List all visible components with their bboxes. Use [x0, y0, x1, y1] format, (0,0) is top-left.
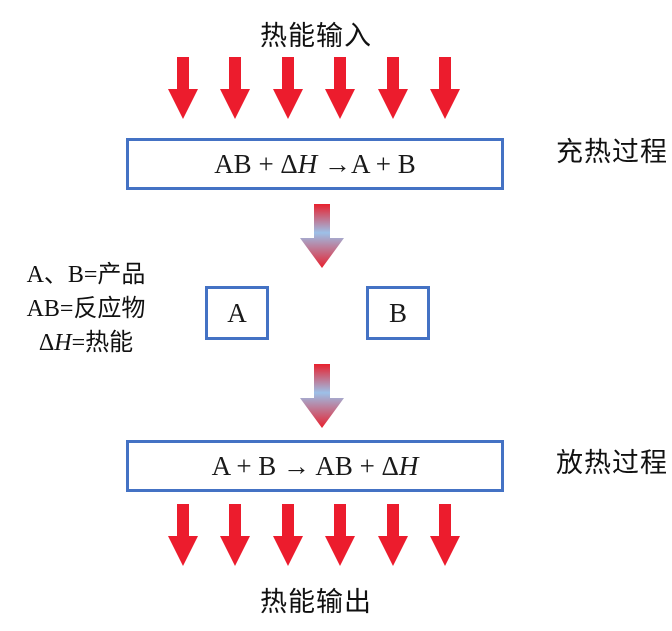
discharge-flow-arrow-icon — [300, 364, 344, 428]
discharge-process-label: 放热过程 — [556, 448, 668, 478]
product-a-box: A — [205, 286, 269, 340]
heat-output-arrow-icon — [377, 504, 408, 566]
discharge-reaction-box: A + B → AB + ΔH — [126, 440, 504, 492]
heat-input-arrow-icon — [377, 57, 408, 119]
heat-output-arrow-icon — [168, 504, 198, 566]
product-a-label: A — [227, 297, 247, 328]
heat-input-arrow-icon — [168, 57, 198, 119]
charge-reaction-formula: AB + ΔH →A + B — [214, 149, 416, 180]
discharge-formula-pre: A + B → AB + Δ — [211, 450, 399, 481]
heat-input-arrow-icon — [325, 57, 356, 119]
charge-reaction-box: AB + ΔH →A + B — [126, 138, 504, 190]
legend: A、B=产品 AB=反应物 ΔH=热能 — [0, 258, 172, 360]
heat-input-arrow-icon — [220, 57, 251, 119]
heat-input-arrow-icon — [429, 57, 460, 119]
charge-flow-arrow-icon — [300, 204, 344, 268]
discharge-formula-italic-h: H — [398, 450, 419, 481]
heat-output-arrow-icon — [272, 504, 303, 566]
heat-input-label: 热能输入 — [260, 21, 372, 51]
legend-line-products: A、B=产品 — [26, 262, 146, 288]
heat-input-arrow-icon — [272, 57, 303, 119]
legend-line-reactant: AB=反应物 — [26, 296, 146, 322]
charge-process-label: 充热过程 — [556, 137, 668, 167]
charge-formula-italic-h: H — [297, 148, 318, 179]
heat-output-label: 热能输出 — [260, 587, 372, 617]
discharge-reaction-formula: A + B → AB + ΔH — [212, 451, 419, 482]
heat-output-arrow-row — [168, 504, 460, 566]
heat-output-arrow-icon — [325, 504, 356, 566]
charge-formula-post: →A + B — [317, 148, 416, 179]
legend-line-enthalpy: ΔH=热能 — [38, 330, 134, 356]
charge-formula-pre: AB + Δ — [214, 148, 298, 179]
heat-output-arrow-icon — [220, 504, 251, 566]
product-b-label: B — [388, 297, 407, 328]
heat-output-arrow-icon — [429, 504, 460, 566]
product-b-box: B — [366, 286, 430, 340]
heat-input-arrow-row — [168, 57, 460, 119]
